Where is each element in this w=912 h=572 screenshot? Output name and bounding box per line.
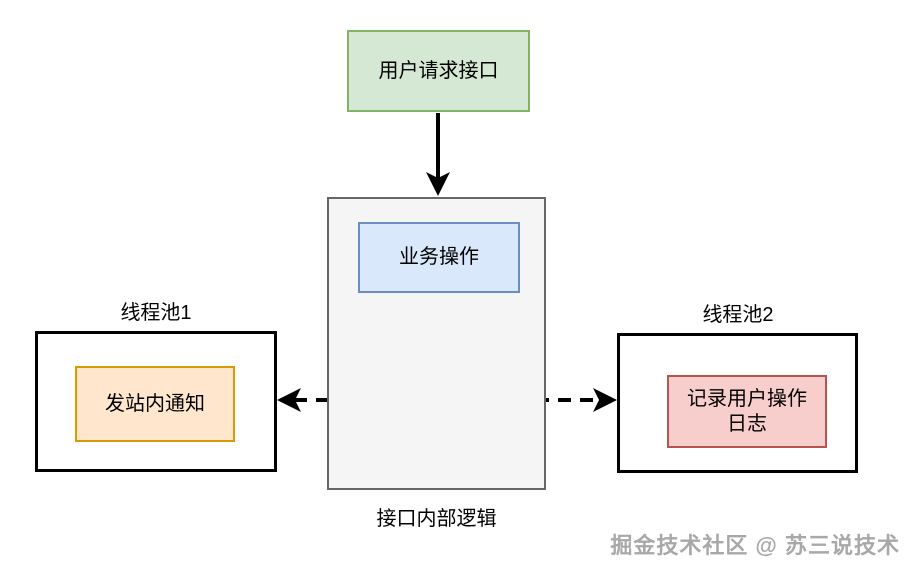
node-send-notification-label: 发站内通知 [105,392,205,415]
label-thread-pool-2: 线程池2 [702,304,774,326]
arrowhead-right [593,388,617,412]
arrowhead-left [277,388,301,412]
node-user-request: 用户请求接口 [347,30,530,112]
node-record-log: 记录用户操作日志 [667,375,827,448]
node-business-operation-label: 业务操作 [399,246,479,268]
node-business-operation: 业务操作 [358,222,520,293]
node-send-notification: 发站内通知 [75,366,235,442]
label-thread-pool-1: 线程池1 [120,302,192,324]
arrow-user-to-logic [426,113,450,196]
node-user-request-label: 用户请求接口 [378,59,499,82]
label-interface-logic: 接口内部逻辑 [376,508,497,530]
node-record-log-label: 记录用户操作日志 [687,387,807,435]
watermark-text: 掘金技术社区 @ 苏三说技术 [610,533,900,558]
